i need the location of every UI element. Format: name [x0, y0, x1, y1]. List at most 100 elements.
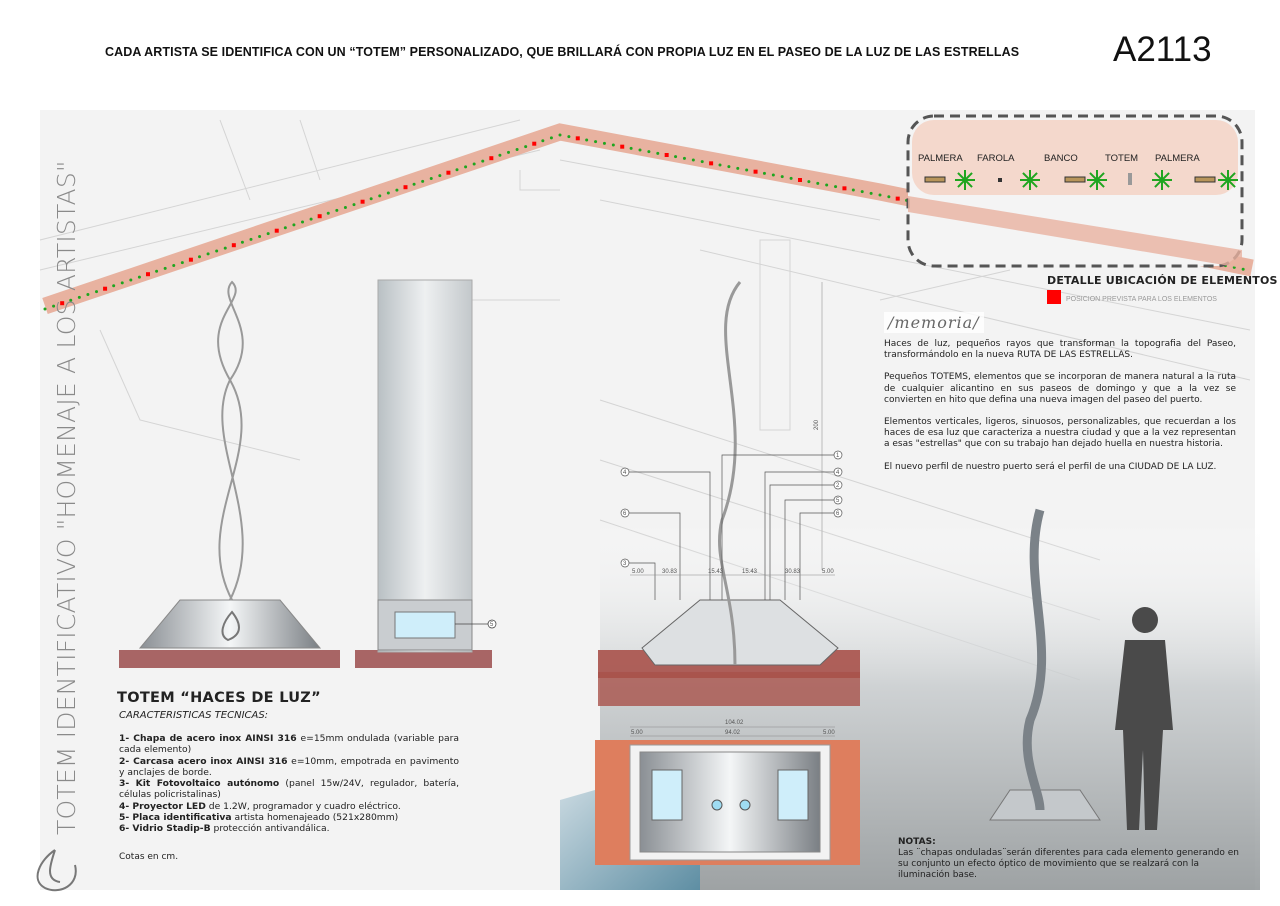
callout-number: 4 [623, 470, 627, 476]
palm-marker [283, 226, 287, 230]
person-silhouette [1115, 607, 1173, 830]
specs-title: TOTEM “HACES DE LUZ” [117, 690, 321, 706]
memoria-text: Haces de luz, pequeños rayos que transfo… [884, 339, 1236, 484]
palm-marker [771, 173, 775, 177]
element-position-marker [842, 186, 847, 191]
palm-marker [86, 293, 90, 296]
palm-marker [887, 195, 891, 199]
callout-number: 6 [623, 511, 627, 517]
spec-item: 3- Kit Fotovoltaico autónomo (panel 15w/… [119, 778, 459, 801]
logo-drop-icon [36, 849, 77, 892]
palm-marker [77, 295, 81, 299]
palm-marker [762, 171, 766, 175]
palm-marker [780, 175, 784, 179]
section-dim: 30.83 [662, 569, 678, 575]
detail-label-palmera-2: PALMERA [1155, 153, 1200, 164]
detail-label-palmera: PALMERA [918, 153, 963, 164]
render-totem [989, 508, 1101, 821]
specs-list: 1- Chapa de acero inox AINSI 316 e=15mm … [119, 733, 459, 835]
palm-marker [395, 188, 399, 192]
palm-marker [249, 237, 253, 241]
streetlight-icon [998, 178, 1002, 182]
notes-title: NOTAS: [898, 837, 936, 847]
sheet-code: A2113 [1113, 30, 1212, 69]
palm-marker [638, 148, 642, 152]
palm-marker [129, 278, 133, 282]
element-position-marker [360, 199, 365, 204]
page-title: CADA ARTISTA SE IDENTIFICA CON UN “TOTEM… [105, 45, 1020, 59]
element-position-marker [146, 272, 150, 277]
palm-marker [816, 181, 820, 185]
spec-item-desc: e=10mm, empotrada en pavimento y anclaje… [119, 755, 459, 778]
element-position-marker [575, 136, 580, 141]
spec-item-desc: (panel 15w/24V, regulador, batería, célu… [119, 778, 459, 801]
section-dim: 30.83 [785, 569, 801, 575]
palm-marker [629, 146, 633, 150]
palm-marker [727, 165, 731, 169]
callout-circle [620, 508, 630, 518]
element-position-marker [188, 257, 193, 262]
palm-marker [700, 160, 704, 164]
section-dim: 15.43 [742, 569, 758, 575]
palm-marker [240, 240, 244, 244]
spec-item-desc: protección antivandálica. [210, 823, 330, 835]
bench-icon [924, 176, 946, 183]
palm-marker [682, 156, 686, 160]
specs-subtitle: CARACTERISTICAS TECNICAS: [119, 710, 269, 721]
palm-marker [674, 155, 678, 159]
memoria-paragraph: Pequeños TOTEMS, elementos que se incorp… [884, 372, 1236, 405]
palm-marker [335, 208, 339, 212]
callout-leader [621, 512, 681, 600]
palm-marker [594, 140, 598, 144]
element-position-marker [664, 153, 669, 157]
palm-marker [292, 223, 296, 227]
element-position-marker [532, 141, 537, 146]
element-position-marker [489, 156, 494, 161]
callout-circle [620, 467, 630, 477]
callout-circle [833, 467, 843, 477]
spec-item-name: 1- Chapa de acero inox AINSI 316 [119, 733, 297, 744]
element-position-marker [231, 243, 236, 248]
palm-marker [464, 165, 468, 169]
plan-left-dim: 5.00 [631, 730, 643, 736]
palm-marker [95, 290, 98, 294]
palm-marker [223, 246, 227, 250]
spec-item-name: 6- Vidrio Stadip-B [119, 823, 211, 835]
element-position-marker [274, 228, 279, 233]
plan-right-dim: 5.00 [823, 730, 835, 736]
palm-marker [585, 138, 589, 142]
palm-marker [825, 183, 829, 187]
palm-marker [180, 261, 184, 265]
spec-item-name: 2- Carcasa acero inox AINSI 316 [119, 755, 288, 767]
palm-marker [386, 191, 390, 195]
section-dim: 15.43 [708, 569, 724, 575]
palm-marker [851, 188, 855, 192]
totem-icon [1128, 173, 1132, 185]
callout-circle [833, 450, 843, 460]
spec-item-desc: de 1.2W, programador y cuadro eléctrico. [205, 800, 401, 812]
palm-icon [955, 170, 975, 190]
callout-circle [833, 480, 843, 490]
spec-item: 1- Chapa de acero inox AINSI 316 e=15mm … [119, 733, 459, 756]
spec-item-desc: artista homenajeado (521x280mm) [231, 812, 399, 824]
palm-marker [472, 162, 476, 166]
palm-marker [481, 159, 485, 163]
callout-number: 6 [836, 511, 840, 517]
callout-number: 5 [836, 498, 840, 504]
legend-swatch [1047, 290, 1061, 304]
palm-marker [326, 211, 330, 215]
height-dim: 200 [814, 419, 820, 430]
palm-marker [455, 168, 459, 172]
spec-item-desc: e=15mm ondulada (variable para cada elem… [119, 733, 459, 756]
palm-marker [369, 197, 373, 201]
palm-marker [558, 133, 562, 137]
palm-marker [602, 141, 606, 145]
palm-marker [869, 191, 873, 195]
element-position-marker [798, 178, 802, 182]
memoria-paragraph: Haces de luz, pequeños rayos que transfo… [884, 339, 1236, 361]
callout-number: 2 [836, 483, 840, 489]
palm-marker [421, 179, 425, 183]
spec-item: 6- Vidrio Stadip-B protección antivandál… [119, 823, 459, 834]
